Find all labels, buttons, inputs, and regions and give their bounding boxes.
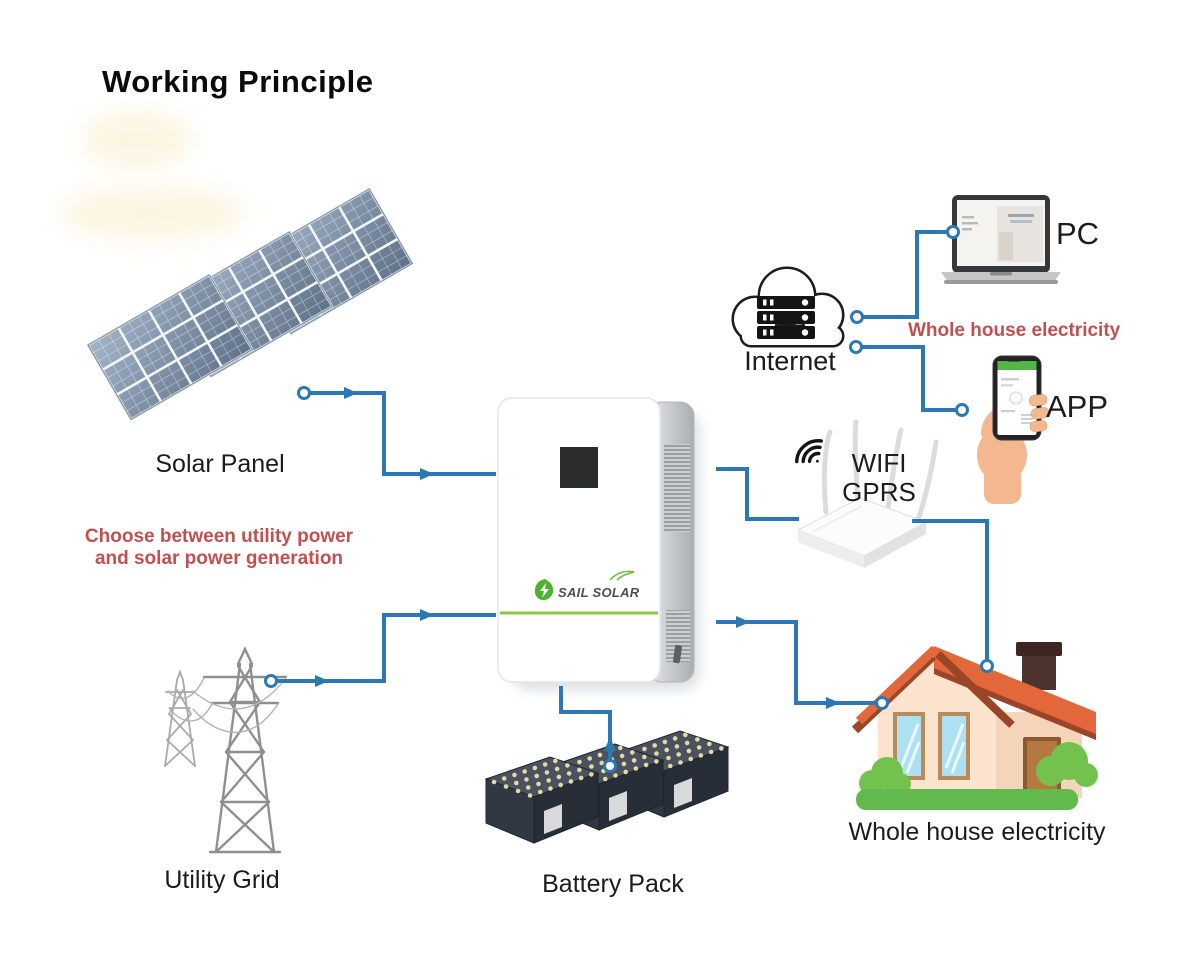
sun-glow <box>60 188 245 238</box>
line-internet-to-pc <box>857 230 951 319</box>
wifi-signal-icon <box>795 439 823 464</box>
choose-power-note-line1: Choose between utility power <box>84 526 354 547</box>
wifi-label-line1: WIFI <box>851 448 907 478</box>
line-router-to-house <box>912 519 989 664</box>
utility-grid-label: Utility Grid <box>164 866 280 894</box>
internet-cloud-icon <box>731 266 845 348</box>
solar-panel-label: Solar Panel <box>155 450 285 478</box>
pc-laptop-icon <box>941 195 1061 284</box>
house-icon <box>851 642 1098 810</box>
house-label: Whole house electricity <box>848 818 1106 846</box>
inverter-icon: SAIL SOLAR <box>497 397 700 690</box>
line-solar-to-inverter <box>304 391 496 476</box>
line-inverter-to-router <box>716 467 799 521</box>
wifi-router-icon <box>795 419 939 568</box>
line-inverter-to-house <box>716 620 880 705</box>
sun-glow <box>82 112 192 167</box>
whole-house-electricity-note: Whole house electricity <box>908 320 1121 341</box>
wifi-label-line2: GPRS <box>842 477 916 507</box>
choose-power-note: Choose between utility power and solar p… <box>85 526 353 570</box>
solar-panel-icon <box>86 187 414 421</box>
choose-power-note-line2: and solar power generation <box>94 548 344 569</box>
utility-grid-icon <box>164 646 288 854</box>
inverter-brand-text: SAIL SOLAR <box>558 585 640 600</box>
battery-pack-label: Battery Pack <box>542 870 684 898</box>
arrowheads <box>315 387 840 751</box>
internet-label: Internet <box>744 346 836 376</box>
page-title: Working Principle <box>102 64 374 99</box>
server-rack-icon <box>757 296 815 339</box>
app-phone-icon <box>977 355 1050 504</box>
line-grid-to-inverter <box>271 613 496 683</box>
connector-lines <box>264 225 994 773</box>
line-internet-to-app <box>856 345 960 412</box>
endpoint-circles <box>264 225 994 773</box>
wifi-gprs-label: WIFI GPRS <box>842 449 916 507</box>
app-label: APP <box>1046 389 1109 424</box>
pc-label: PC <box>1056 216 1100 251</box>
